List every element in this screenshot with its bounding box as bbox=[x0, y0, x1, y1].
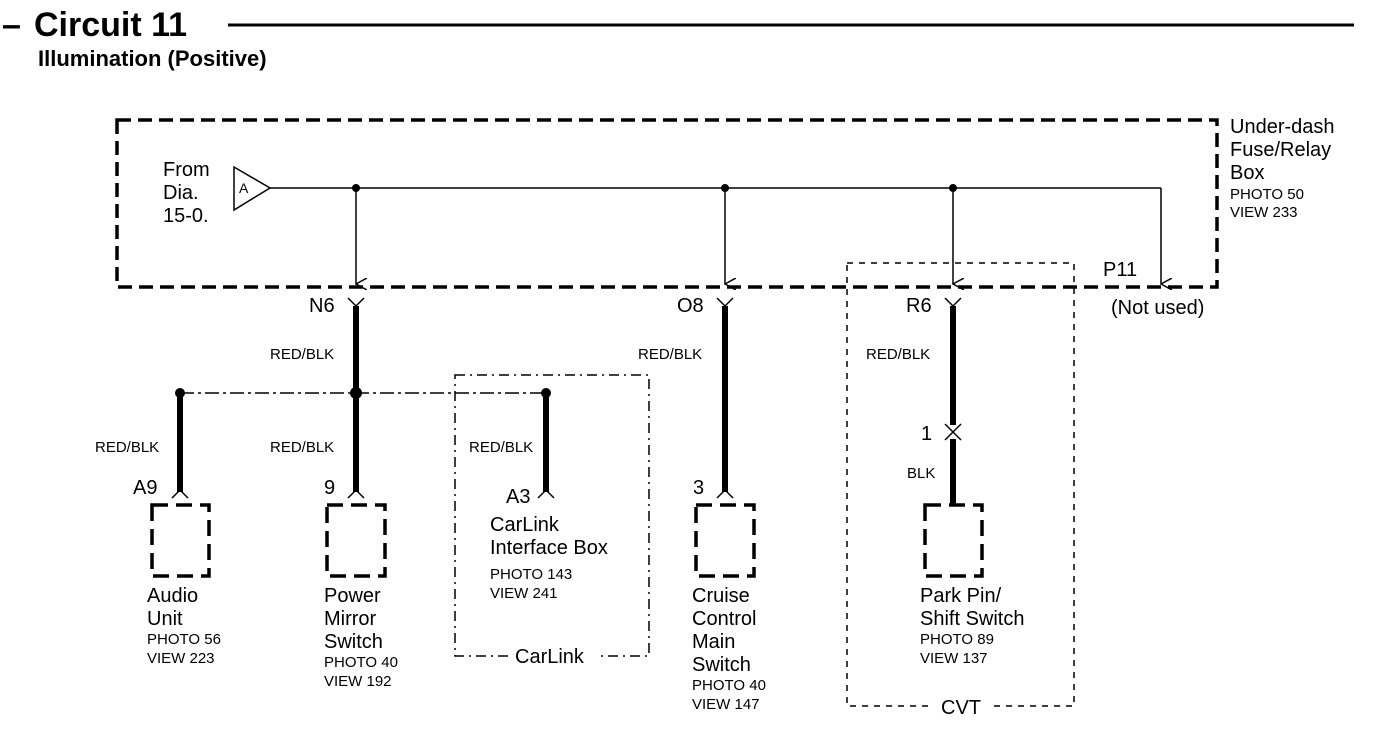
terminal-r6: R6 bbox=[906, 295, 932, 317]
n6-wire-color: RED/BLK bbox=[270, 346, 334, 363]
carlink-connector-icon bbox=[537, 488, 555, 499]
title-dash: – bbox=[2, 6, 21, 44]
inline-connector-lower-icon bbox=[944, 430, 962, 441]
o8-connector-icon bbox=[716, 297, 734, 308]
mirror-pin: 9 bbox=[324, 477, 335, 499]
cruise-name-line-2: Control bbox=[692, 608, 756, 630]
park-name-line-2: Shift Switch bbox=[920, 608, 1024, 630]
r6-wire-color: RED/BLK bbox=[866, 346, 930, 363]
power-mirror-switch: 9 Power Mirror Switch PHOTO 40 VIEW 192 bbox=[324, 477, 398, 690]
mirror-switch-box bbox=[325, 503, 387, 578]
carlink-option-label: CarLink bbox=[515, 646, 585, 668]
carlink-pin: A3 bbox=[506, 486, 530, 508]
audio-unit: A9 Audio Unit PHOTO 56 VIEW 223 bbox=[133, 477, 221, 667]
cruise-control-branch: RED/BLK 3 Cruise Control Main Switch PHO… bbox=[638, 297, 766, 713]
source-line-1: From bbox=[163, 159, 210, 181]
source-line-3: 15-0. bbox=[163, 205, 209, 227]
carlink-wire-color: RED/BLK bbox=[469, 439, 533, 456]
park-switch-box bbox=[923, 503, 984, 578]
park-pin-branch: RED/BLK 1 BLK Park Pin/ Shift Switch PHO… bbox=[866, 297, 1024, 667]
header: – Circuit 11 Illumination (Positive) bbox=[2, 6, 1354, 71]
audio-photo: PHOTO 56 bbox=[147, 631, 221, 648]
terminal-n6: N6 bbox=[309, 295, 335, 317]
fuse-box-photo: PHOTO 50 bbox=[1230, 186, 1304, 203]
fuse-box: Under-dash Fuse/Relay Box PHOTO 50 VIEW … bbox=[115, 116, 1335, 289]
cvt-option-area: CVT bbox=[846, 262, 1075, 719]
fuse-box-view: VIEW 233 bbox=[1230, 204, 1298, 221]
source-line-2: Dia. bbox=[163, 182, 199, 204]
page-title: Circuit 11 bbox=[34, 6, 187, 44]
audio-pin: A9 bbox=[133, 477, 157, 499]
mirror-photo: PHOTO 40 bbox=[324, 654, 398, 671]
carlink-interface-box: A3 CarLink Interface Box PHOTO 143 VIEW … bbox=[490, 486, 608, 602]
fuse-box-name-line-1: Under-dash bbox=[1230, 116, 1335, 138]
r6-connector-icon bbox=[944, 297, 962, 308]
cvt-option-label: CVT bbox=[941, 697, 981, 719]
source-symbol: A bbox=[239, 180, 249, 196]
fuse-box-outline bbox=[115, 118, 1219, 289]
fuse-box-name-line-2: Fuse/Relay bbox=[1230, 139, 1331, 161]
mirror-wire-color: RED/BLK bbox=[270, 439, 334, 456]
terminal-o8: O8 bbox=[677, 295, 704, 317]
park-view: VIEW 137 bbox=[920, 650, 988, 667]
cruise-view: VIEW 147 bbox=[692, 696, 760, 713]
audio-wire-color: RED/BLK bbox=[95, 439, 159, 456]
audio-name-line-1: Audio bbox=[147, 585, 198, 607]
carlink-name-line-2: Interface Box bbox=[490, 537, 608, 559]
inline-connector-pin: 1 bbox=[921, 423, 932, 445]
terminal-p11-note: (Not used) bbox=[1111, 297, 1204, 319]
park-name-line-1: Park Pin/ bbox=[920, 585, 1002, 607]
mirror-name-line-1: Power bbox=[324, 585, 381, 607]
cruise-pin: 3 bbox=[693, 477, 704, 499]
mirror-name-line-2: Mirror bbox=[324, 608, 377, 630]
mirror-connector-icon bbox=[347, 488, 365, 499]
cruise-connector-icon bbox=[716, 488, 734, 499]
carlink-name-line-1: CarLink bbox=[490, 514, 560, 536]
cruise-name-line-1: Cruise bbox=[692, 585, 750, 607]
carlink-view: VIEW 241 bbox=[490, 585, 558, 602]
audio-view: VIEW 223 bbox=[147, 650, 215, 667]
audio-connector-icon bbox=[171, 488, 189, 499]
carlink-photo: PHOTO 143 bbox=[490, 566, 572, 583]
mirror-name-line-3: Switch bbox=[324, 631, 383, 653]
o8-wire-color: RED/BLK bbox=[638, 346, 702, 363]
audio-unit-box bbox=[150, 503, 211, 578]
page-subtitle: Illumination (Positive) bbox=[38, 46, 267, 71]
cruise-name-line-3: Main bbox=[692, 631, 735, 653]
source-triangle-icon bbox=[233, 165, 272, 212]
cvt-label-bg bbox=[933, 695, 993, 717]
park-photo: PHOTO 89 bbox=[920, 631, 994, 648]
mirror-view: VIEW 192 bbox=[324, 673, 392, 690]
cruise-name-line-4: Switch bbox=[692, 654, 751, 676]
inline-connector-upper-icon bbox=[944, 423, 962, 434]
fuse-box-name-line-3: Box bbox=[1230, 162, 1264, 184]
park-wire-color: BLK bbox=[907, 465, 935, 482]
audio-name-line-2: Unit bbox=[147, 608, 183, 630]
cruise-switch-box bbox=[694, 503, 756, 578]
terminal-p11: P11 bbox=[1103, 259, 1137, 281]
n6-branch: RED/BLK RED/BLK RED/BLK RED/BLK bbox=[95, 297, 555, 499]
carlink-label-bg bbox=[508, 645, 598, 667]
carlink-option-area: CarLink bbox=[454, 374, 650, 668]
cruise-photo: PHOTO 40 bbox=[692, 677, 766, 694]
n6-connector-icon bbox=[347, 297, 365, 308]
